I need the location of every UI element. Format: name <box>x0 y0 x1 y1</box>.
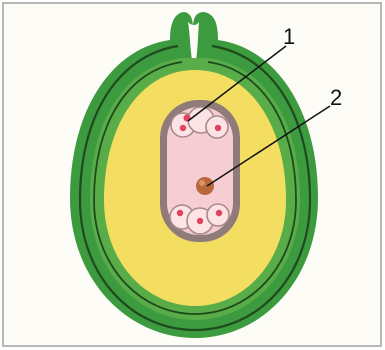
central-nucleus <box>196 177 214 195</box>
label-2: 2 <box>330 85 342 110</box>
antipodal-nucleus-middle <box>197 218 203 224</box>
antipodal-nucleus-left <box>177 210 183 216</box>
antipodal-nucleus-right <box>216 210 222 216</box>
synergid-nucleus-right <box>215 125 221 131</box>
label-1: 1 <box>283 24 295 49</box>
synergid-nucleus-left <box>180 125 186 131</box>
central-nucleus-highlight <box>199 180 205 186</box>
